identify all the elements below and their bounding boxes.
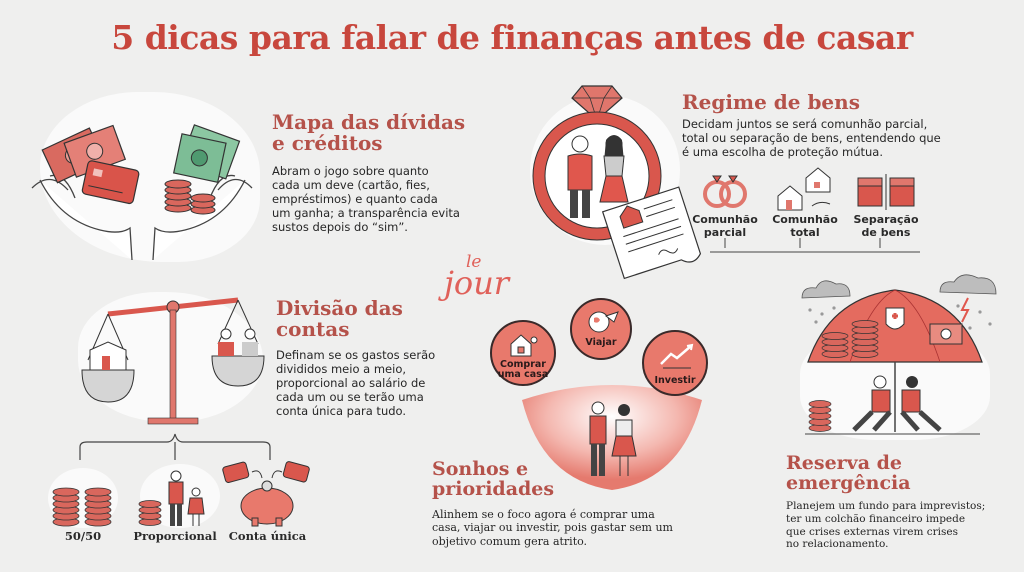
umbrella-protection-illustration: [801, 274, 997, 435]
growth-chart-icon: [660, 343, 694, 369]
family-coins-icon: [138, 470, 205, 526]
houses-icon: [777, 167, 831, 211]
tip-heading-mapa: Mapa das dívidas e créditos: [272, 110, 466, 155]
globe-plane-icon: [588, 311, 619, 333]
tip-body-reserva: Planejem um fundo para imprevistos; ter …: [786, 500, 986, 551]
couple-sunrise-illustration: [522, 385, 702, 490]
tip-body-mapa: Abram o jogo sobre quanto cada um deve (…: [272, 164, 460, 235]
page-title: 5 dicas para falar de finanças antes de …: [111, 18, 913, 57]
tip-body-regime: Decidam juntos se será comunhão parcial,…: [682, 117, 941, 160]
option-comunhao-parcial: Comunhão parcial: [692, 213, 758, 239]
rings-icon: [703, 175, 747, 208]
tip-body-divisao: Definam se os gastos serão divididos mei…: [276, 348, 436, 419]
tip-heading-divisao: Divisão das contas: [276, 296, 403, 341]
tip-heading-reserva: Reserva de emergência: [786, 452, 911, 494]
tip-heading-sonhos: Sonhos e prioridades: [432, 458, 555, 500]
bubble-viajar: Viajar: [570, 298, 632, 360]
hands-debts-credits-illustration: [31, 124, 253, 261]
balance-scale-illustration: [81, 297, 265, 425]
le-jour-logo: le jour: [444, 252, 510, 302]
option-separacao-bens: Separação de bens: [853, 213, 919, 239]
house-key-icon: [510, 334, 538, 357]
ring-couple-contract-illustration: [532, 85, 702, 280]
bubble-investir: Investir: [642, 330, 708, 396]
chests-icon: [857, 174, 915, 210]
option-50-50: 50/50: [64, 529, 102, 543]
tip-heading-regime: Regime de bens: [682, 90, 860, 114]
options-brace: [79, 433, 271, 460]
tip-body-sonhos: Alinhem se o foco agora é comprar uma ca…: [432, 508, 673, 548]
piggy-bank-icon: [222, 461, 310, 527]
option-proporcional: Proporcional: [133, 529, 217, 543]
option-conta-unica: Conta única: [228, 529, 307, 543]
bubble-comprar-casa: Comprar uma casa: [490, 320, 556, 386]
connector-bracket: [710, 238, 920, 253]
coin-stacks-icon: [52, 487, 112, 527]
option-comunhao-total: Comunhão total: [772, 213, 838, 239]
